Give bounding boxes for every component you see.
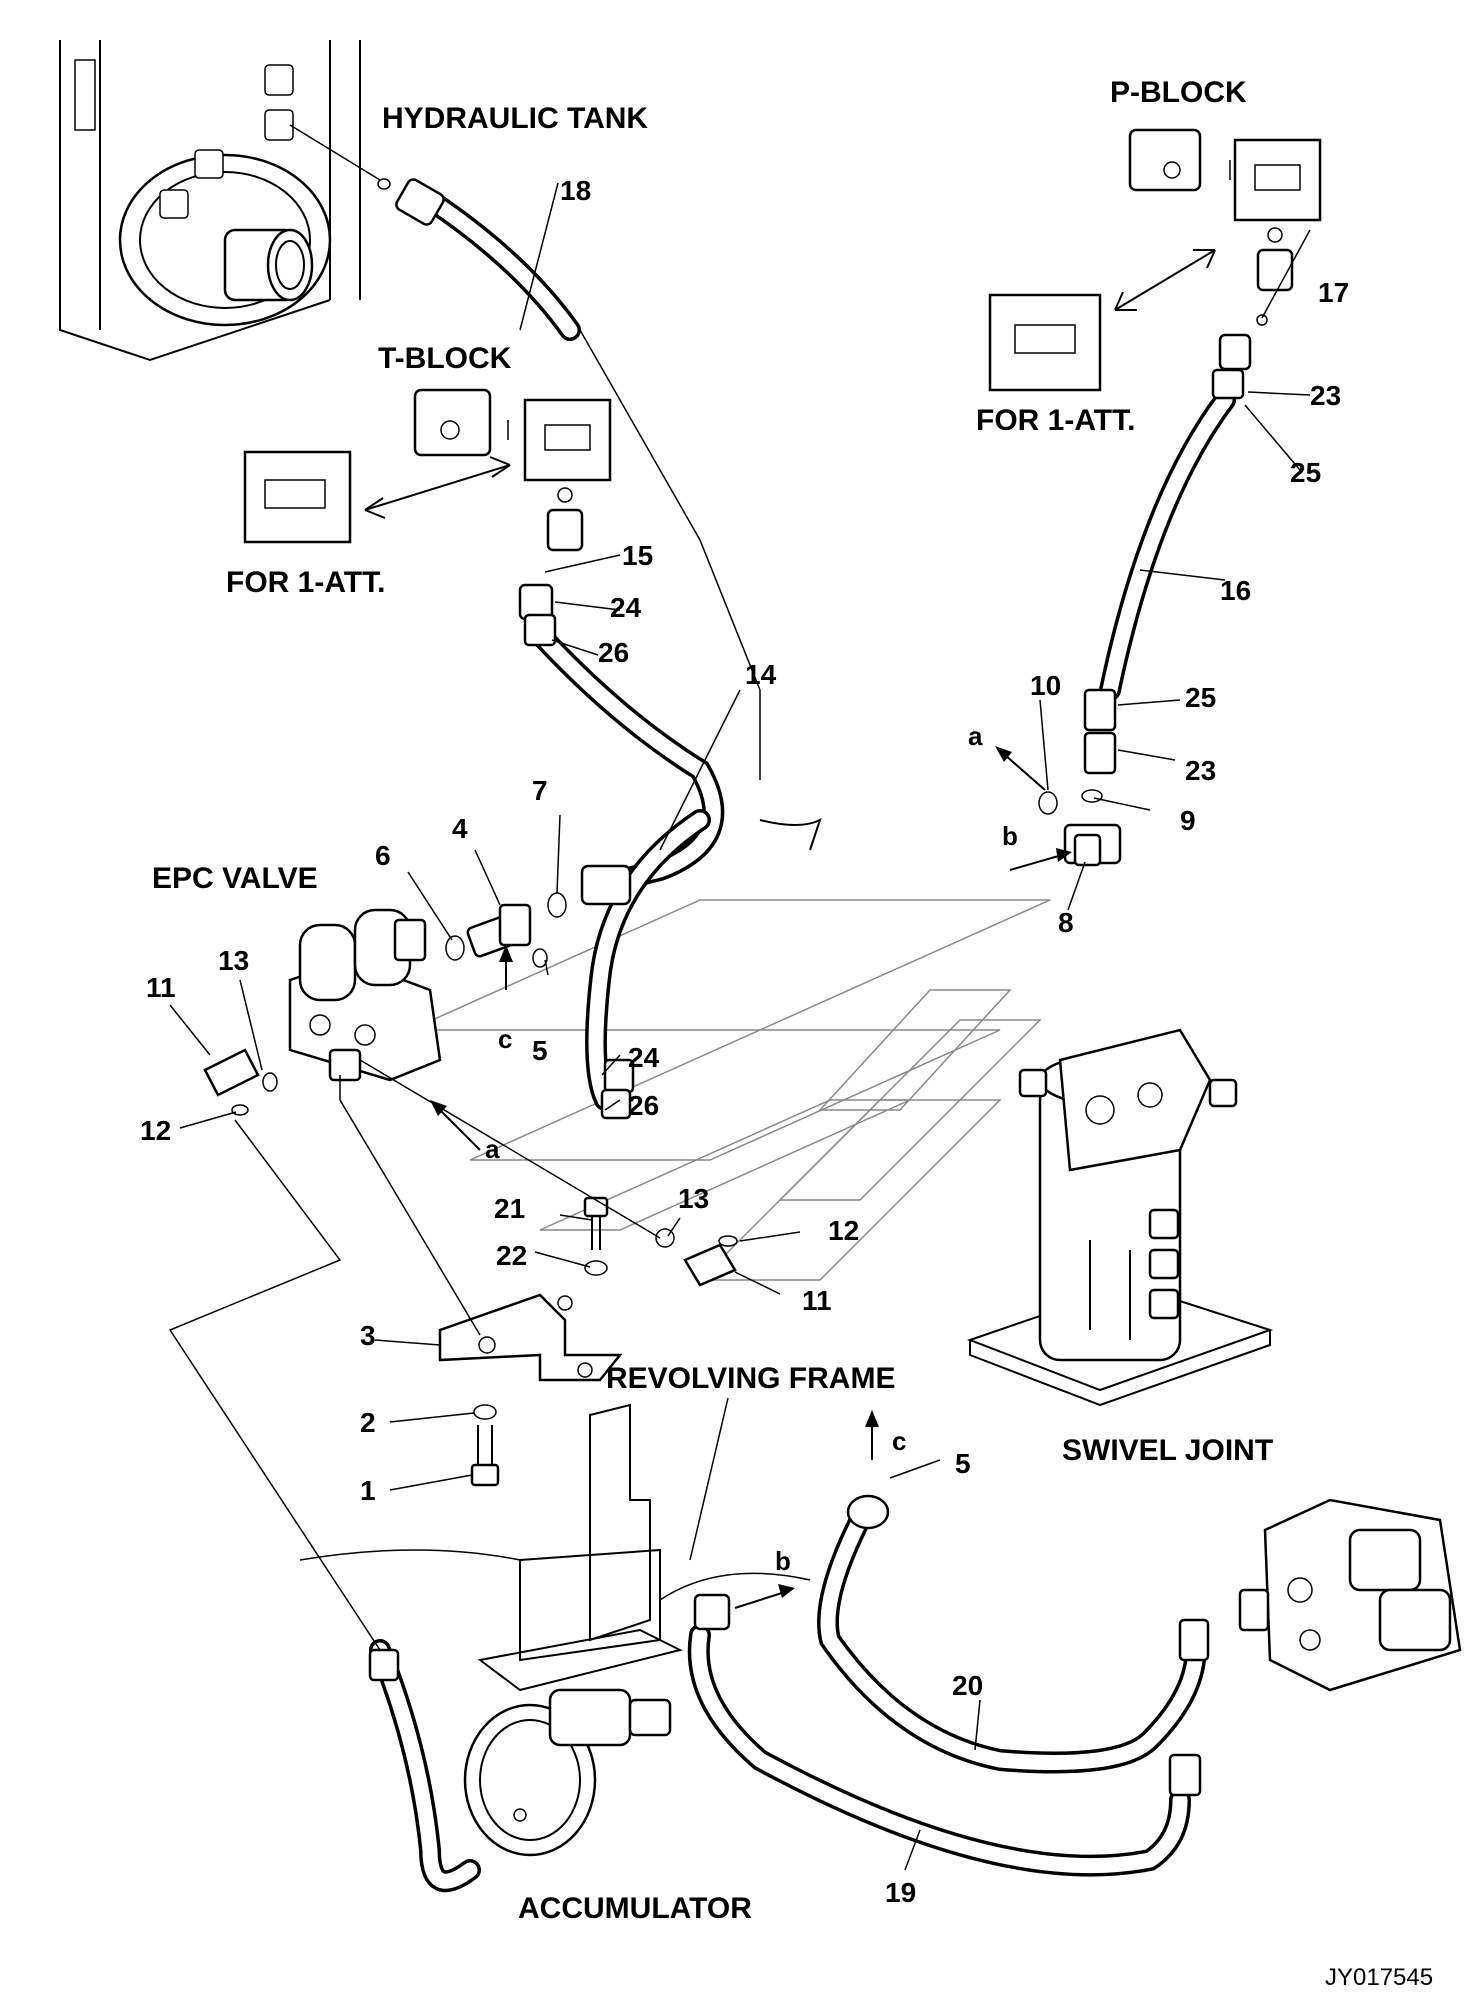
- callout-4: 4: [452, 813, 468, 844]
- hose-18: [395, 178, 761, 780]
- callout-5-upper: 5: [532, 1035, 548, 1066]
- part-callouts: 18 17 23 25 16 15 24 26 14 10 25 23 9 8 …: [140, 175, 1349, 1908]
- callout-3: 3: [360, 1320, 376, 1351]
- callout-2: 2: [360, 1407, 376, 1438]
- callout-18: 18: [560, 175, 591, 206]
- control-valve: [1238, 1498, 1462, 1692]
- label-for-1-att-p: FOR 1-ATT.: [976, 404, 1135, 437]
- callout-13-right: 13: [678, 1183, 709, 1214]
- fittings-8-9-10: [1038, 789, 1122, 867]
- label-hydraulic-tank: HYDRAULIC TANK: [382, 102, 648, 135]
- callout-26-top: 26: [598, 637, 629, 668]
- callout-16: 16: [1220, 575, 1251, 606]
- swivel-joint: [967, 1028, 1274, 1407]
- callout-12-left: 12: [140, 1115, 171, 1146]
- label-for-1-att-t: FOR 1-ATT.: [226, 566, 385, 599]
- leader-lines: [168, 182, 1311, 1871]
- callout-22: 22: [496, 1240, 527, 1271]
- callout-23-top: 23: [1310, 380, 1341, 411]
- label-t-block: T-BLOCK: [378, 342, 512, 375]
- callout-14: 14: [745, 659, 777, 690]
- callout-11-right: 11: [802, 1285, 832, 1316]
- revolving-frame: [299, 1403, 811, 1692]
- callout-11-left: 11: [146, 972, 176, 1003]
- callout-25-top: 25: [1290, 457, 1321, 488]
- letter-b-lower: b: [775, 1546, 791, 1576]
- letter-a-upper: a: [968, 721, 983, 751]
- letter-b-upper: b: [1002, 821, 1018, 851]
- label-accumulator: ACCUMULATOR: [518, 1892, 752, 1925]
- epc-fittings: [203, 892, 738, 1287]
- label-swivel-joint: SWIVEL JOINT: [1062, 1434, 1273, 1467]
- accumulator: [368, 1639, 672, 1893]
- callout-6: 6: [375, 840, 391, 871]
- callout-7: 7: [532, 775, 548, 806]
- hose-16: [1083, 333, 1252, 775]
- reference-arrows: [430, 746, 1072, 1609]
- bracket-and-bolts: [438, 1196, 623, 1487]
- watermark: [409, 899, 1051, 1281]
- drawing-code: JY017545: [1325, 1964, 1433, 1991]
- callout-25-mid: 25: [1185, 682, 1216, 713]
- callout-23-mid: 23: [1185, 755, 1216, 786]
- label-p-block: P-BLOCK: [1110, 76, 1247, 109]
- reference-letters: a b c a c b: [485, 721, 1018, 1576]
- letter-c-lower: c: [892, 1426, 906, 1456]
- callout-1: 1: [360, 1475, 376, 1506]
- callout-19: 19: [885, 1877, 916, 1908]
- letter-c-upper: c: [498, 1024, 512, 1054]
- hydraulic-tank: [59, 40, 391, 362]
- letter-a-lower: a: [485, 1134, 500, 1164]
- epc-valve: [288, 908, 442, 1082]
- callout-12-right: 12: [828, 1215, 859, 1246]
- t-block-group: [243, 388, 612, 552]
- callout-17: 17: [1318, 277, 1349, 308]
- callout-8: 8: [1058, 907, 1074, 938]
- callout-5-lower: 5: [955, 1448, 971, 1479]
- label-epc-valve: EPC VALVE: [152, 862, 318, 895]
- section-labels: HYDRAULIC TANK P-BLOCK T-BLOCK FOR 1-ATT…: [152, 76, 1273, 1925]
- callout-9: 9: [1180, 805, 1196, 836]
- callout-21: 21: [494, 1193, 525, 1224]
- callout-26-lower: 26: [628, 1090, 659, 1121]
- callout-24-top: 24: [610, 592, 642, 623]
- callout-10: 10: [1030, 670, 1061, 701]
- callout-15: 15: [622, 540, 653, 571]
- label-revolving-frame: REVOLVING FRAME: [606, 1362, 895, 1395]
- callout-13-left: 13: [218, 945, 249, 976]
- callout-24-lower: 24: [628, 1042, 660, 1073]
- p-block-group: [988, 128, 1322, 392]
- callout-20: 20: [952, 1670, 983, 1701]
- hoses-19-20: [687, 1494, 1210, 1877]
